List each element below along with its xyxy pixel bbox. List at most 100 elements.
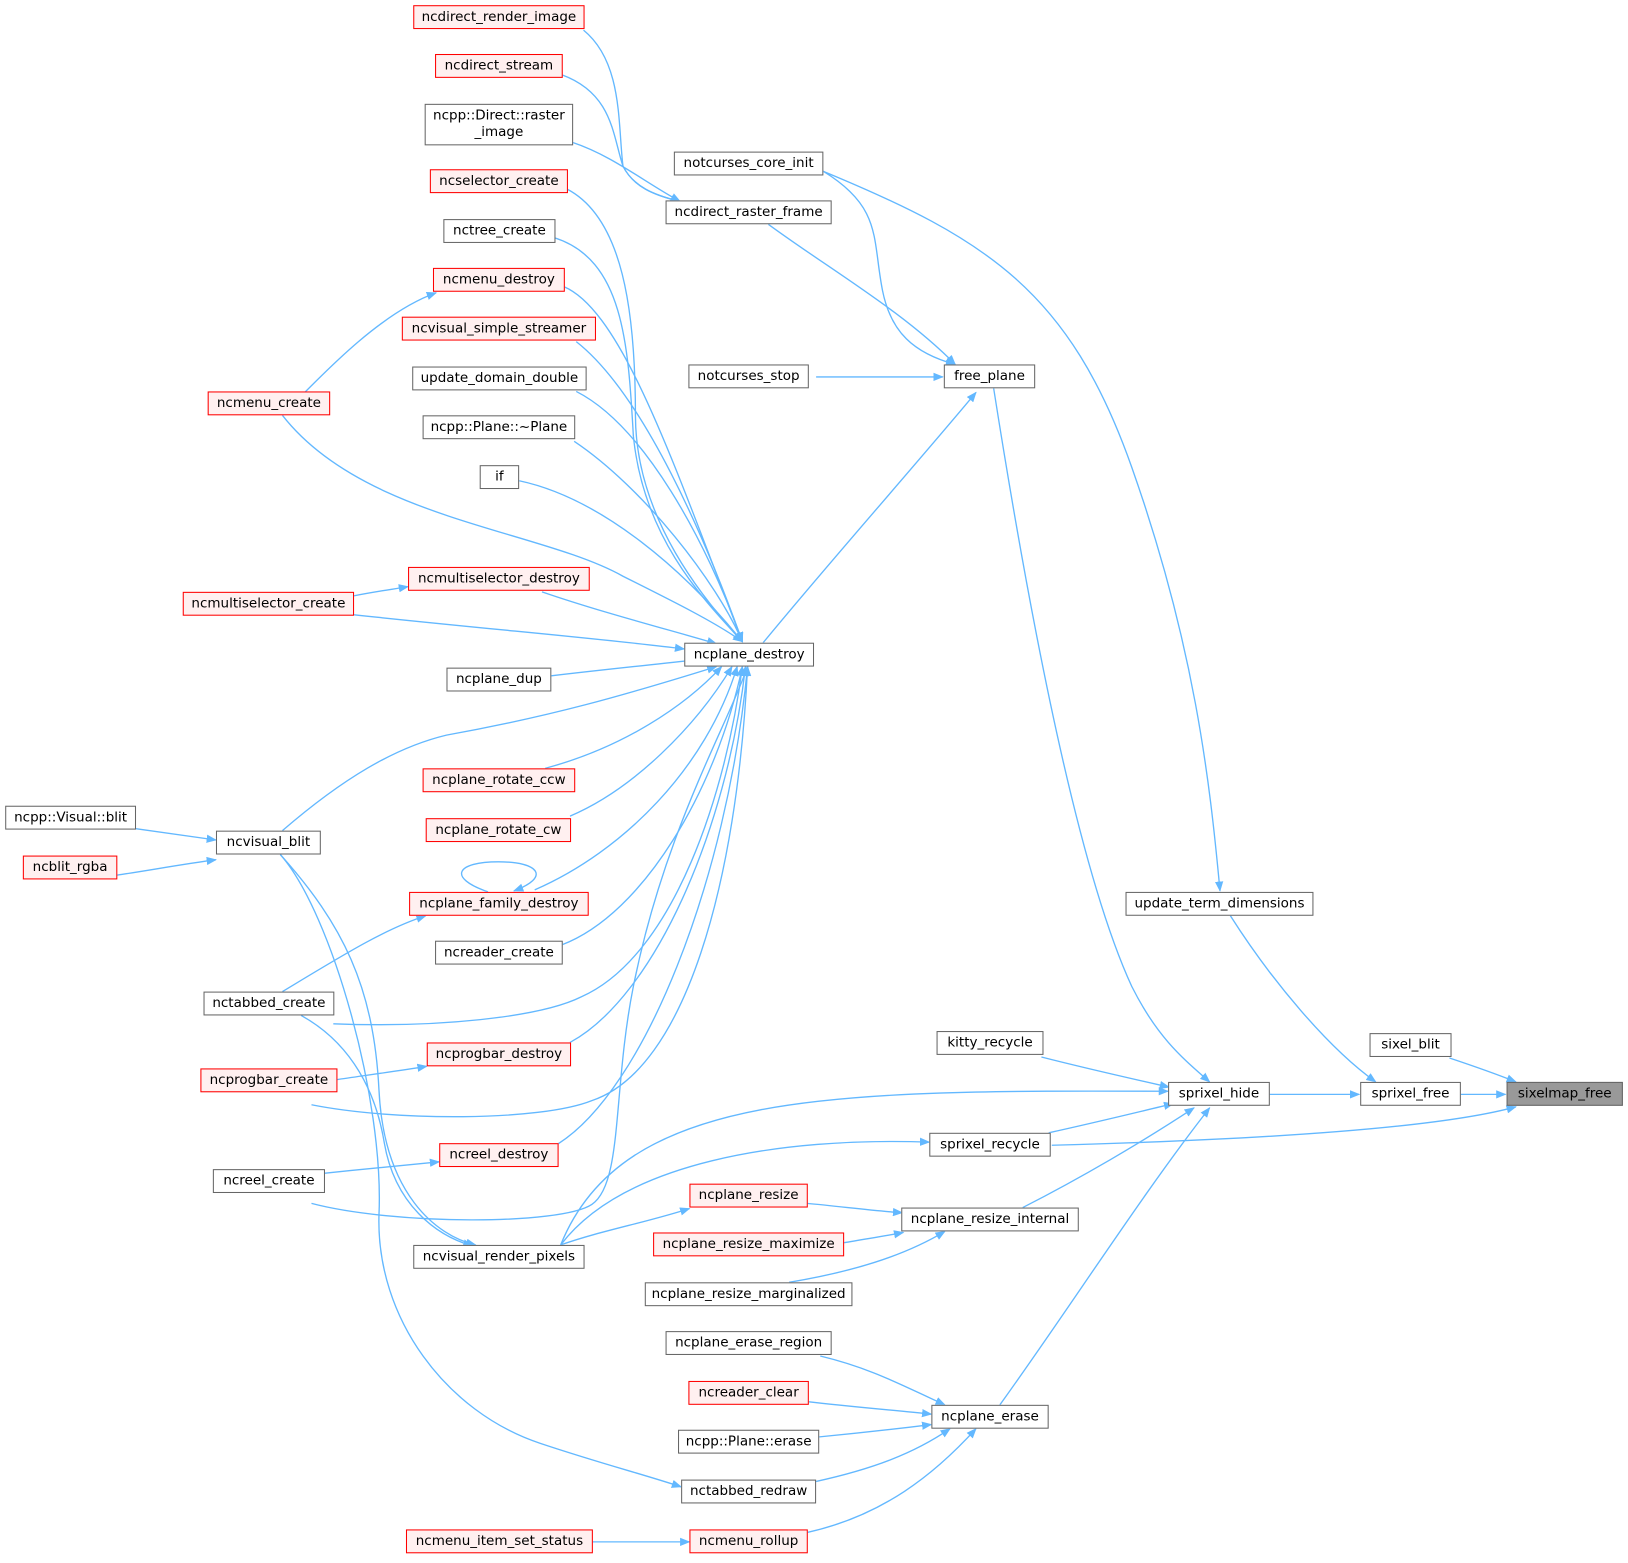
- node-ncprogbar-destroy[interactable]: ncprogbar_destroy: [426, 1042, 572, 1067]
- edge-ncprogbar-destroy-to-ncplane-destroy: [569, 665, 749, 1044]
- node-ncdirect-render-image[interactable]: ncdirect_render_image: [413, 5, 585, 30]
- edge-ncreader-create-to-ncplane-destroy: [561, 665, 745, 946]
- edge-ncdirect-render-image-to-ncdirect-raster-frame: [583, 29, 682, 204]
- edge-ncprogbar-create-to-ncprogbar-destroy: [335, 1063, 428, 1081]
- edge-ncmenu-create-to-ncplane-destroy: [281, 414, 744, 643]
- node-ncplane-dup[interactable]: ncplane_dup: [446, 667, 552, 692]
- node-ncplane-erase[interactable]: ncplane_erase: [931, 1404, 1049, 1429]
- edge-kitty-recycle-to-sprixel-hide: [1041, 1056, 1171, 1090]
- node-update-term-dimensions[interactable]: update_term_dimensions: [1125, 891, 1314, 916]
- edge-ncplane-family-destroy-self-loop: [460, 861, 537, 893]
- node-ncplane-family-destroy[interactable]: ncplane_family_destroy: [409, 891, 589, 916]
- edge-ncpp-direct-raster-image-to-ncdirect-raster-frame: [571, 141, 681, 203]
- edge-ncplane-resize-internal-to-sprixel-hide: [1022, 1107, 1195, 1209]
- node-ncpp-plane-dtor[interactable]: ncpp::Plane::~Plane: [422, 415, 576, 440]
- node-sprixel-free[interactable]: sprixel_free: [1360, 1081, 1461, 1106]
- edge-notcurses-core-init-to-update-term-dimensions: [823, 170, 1224, 892]
- node-sprixel-recycle[interactable]: sprixel_recycle: [929, 1132, 1051, 1157]
- edge-ncplane-resize-marginalized-to-ncplane-resize-internal: [788, 1230, 946, 1283]
- edge-sprixel-recycle-to-sprixel-hide: [1048, 1101, 1175, 1134]
- node-ncplane-resize-maximize[interactable]: ncplane_resize_maximize: [653, 1232, 845, 1257]
- node-ncvisual-blit[interactable]: ncvisual_blit: [215, 830, 321, 855]
- edge-ncdirect-stream-to-ncdirect-raster-frame: [561, 74, 682, 204]
- node-ncpp-plane-erase[interactable]: ncpp::Plane::erase: [678, 1429, 820, 1454]
- node-ncpp-visual-blit[interactable]: ncpp::Visual::blit: [5, 805, 137, 830]
- node-nctabbed-redraw[interactable]: nctabbed_redraw: [681, 1479, 817, 1504]
- edge-ncplane-family-destroy-to-ncplane-destroy: [534, 665, 739, 891]
- edge-ncblit-rgba-to-ncvisual-blit: [116, 856, 217, 876]
- node-ncmenu-rollup[interactable]: ncmenu_rollup: [689, 1529, 808, 1554]
- edge-ncselector-create-to-ncplane-destroy: [566, 188, 744, 643]
- edge-update-domain-double-to-ncplane-destroy: [575, 390, 744, 643]
- node-ncmenu-create[interactable]: ncmenu_create: [207, 391, 331, 416]
- edge-ncpp-visual-blit-to-ncvisual-blit: [134, 827, 217, 843]
- node-ncvisual-render-pixels[interactable]: ncvisual_render_pixels: [413, 1244, 585, 1269]
- edge-ncplane-rotate-cw-to-ncplane-destroy: [569, 665, 733, 817]
- node-ncplane-rotate-cw[interactable]: ncplane_rotate_cw: [425, 818, 572, 843]
- edge-nctabbed-create-to-ncplane-family-destroy: [282, 914, 427, 993]
- node-ncplane-erase-region[interactable]: ncplane_erase_region: [665, 1331, 832, 1355]
- node-notcurses-stop[interactable]: notcurses_stop: [688, 364, 809, 389]
- node-sixel-blit[interactable]: sixel_blit: [1369, 1033, 1452, 1057]
- node-sixelmap-free: sixelmap_free: [1506, 1081, 1623, 1106]
- node-ncpp-direct-raster-image[interactable]: ncpp::Direct::raster _image: [424, 103, 574, 146]
- edge-ncmultiselector-create-to-ncmultiselector-destroy: [352, 584, 410, 597]
- edge-nctabbed-redraw-to-ncplane-erase: [814, 1428, 951, 1483]
- node-ncplane-destroy[interactable]: ncplane_destroy: [684, 642, 815, 667]
- edge-nctabbed-create-to-ncplane-destroy: [333, 665, 746, 1026]
- node-ncprogbar-create[interactable]: ncprogbar_create: [200, 1068, 338, 1093]
- node-nctree-create[interactable]: nctree_create: [443, 219, 556, 243]
- node-ncreel-create[interactable]: ncreel_create: [212, 1169, 325, 1194]
- node-notcurses-core-init[interactable]: notcurses_core_init: [673, 151, 824, 176]
- edge-sixel-blit-to-sixelmap-free: [1449, 1057, 1517, 1083]
- node-nctabbed-create[interactable]: nctabbed_create: [203, 991, 335, 1016]
- node-ncmenu-item-set-status[interactable]: ncmenu_item_set_status: [405, 1529, 593, 1554]
- edge-ncreader-clear-to-ncplane-erase: [807, 1401, 933, 1418]
- node-ncreel-destroy[interactable]: ncreel_destroy: [439, 1143, 559, 1168]
- edge-ncplane-resize-to-ncplane-resize-internal: [806, 1202, 904, 1217]
- node-ncmenu-destroy[interactable]: ncmenu_destroy: [432, 267, 565, 292]
- edge-update-term-dimensions-to-sprixel-free: [1229, 915, 1377, 1083]
- edge-ncmultiselector-destroy-to-ncplane-destroy: [541, 591, 718, 646]
- edge-ncplane-erase-to-sprixel-hide: [999, 1107, 1211, 1406]
- node-ncplane-resize-internal[interactable]: ncplane_resize_internal: [901, 1207, 1079, 1232]
- edge-free-plane-to-sprixel-hide: [992, 388, 1211, 1083]
- edge-ncvisual-render-pixels-to-sprixel-hide: [560, 1087, 1170, 1246]
- node-ncmultiselector-destroy[interactable]: ncmultiselector_destroy: [408, 566, 590, 591]
- edge-ncprogbar-create-to-ncplane-destroy: [311, 665, 752, 1118]
- edge-ncdirect-raster-frame-to-free-plane: [767, 223, 956, 366]
- node-ncplane-resize[interactable]: ncplane_resize: [689, 1183, 808, 1208]
- edge-ncpp-plane-dtor-to-ncplane-destroy: [573, 440, 744, 643]
- edge-ncreel-destroy-to-ncplane-destroy: [557, 665, 751, 1145]
- node-free-plane[interactable]: free_plane: [943, 364, 1036, 389]
- node-ncreader-clear[interactable]: ncreader_clear: [688, 1380, 809, 1405]
- edge-ncplane-dup-to-ncplane-destroy: [550, 656, 702, 677]
- node-ncdirect-raster-frame[interactable]: ncdirect_raster_frame: [665, 200, 832, 225]
- node-ncvisual-simple-streamer[interactable]: ncvisual_simple_streamer: [401, 316, 596, 341]
- edge-ncplane-rotate-ccw-to-ncplane-destroy: [544, 665, 723, 769]
- node-if[interactable]: if: [479, 465, 520, 490]
- edge-if-to-ncplane-destroy: [519, 480, 744, 643]
- edge-ncplane-erase-region-to-ncplane-erase: [820, 1355, 946, 1406]
- edge-ncplane-destroy-to-free-plane: [762, 391, 977, 644]
- node-ncplane-rotate-ccw[interactable]: ncplane_rotate_ccw: [422, 768, 576, 793]
- node-sprixel-hide[interactable]: sprixel_hide: [1168, 1081, 1270, 1106]
- edge-ncreel-create-to-ncreel-destroy: [323, 1158, 441, 1174]
- node-ncdirect-stream[interactable]: ncdirect_stream: [435, 53, 563, 78]
- edge-notcurses-core-init-to-free-plane: [823, 170, 957, 366]
- edge-sprixel-recycle-to-sixelmap-free: [1051, 1105, 1517, 1146]
- node-ncplane-resize-marginalized[interactable]: ncplane_resize_marginalized: [644, 1282, 853, 1307]
- node-ncreader-create[interactable]: ncreader_create: [435, 940, 563, 965]
- node-ncselector-create[interactable]: ncselector_create: [429, 169, 568, 194]
- edge-ncmenu-rollup-to-ncplane-erase: [806, 1427, 977, 1534]
- edge-ncvisual-blit-to-ncplane-destroy: [281, 665, 718, 832]
- edge-ncvisual-blit-to-nctabbed-redraw: [279, 854, 683, 1488]
- node-update-domain-double[interactable]: update_domain_double: [412, 366, 587, 391]
- edge-ncvisual-render-pixels-to-ncplane-resize: [560, 1207, 691, 1246]
- node-ncmultiselector-create[interactable]: ncmultiselector_create: [182, 591, 355, 616]
- node-ncblit-rgba[interactable]: ncblit_rgba: [22, 855, 118, 880]
- edge-ncvisual-blit-to-ncvisual-render-pixels: [279, 854, 477, 1247]
- node-kitty-recycle[interactable]: kitty_recycle: [936, 1031, 1044, 1055]
- edge-ncmultiselector-create-to-ncplane-destroy: [352, 614, 686, 652]
